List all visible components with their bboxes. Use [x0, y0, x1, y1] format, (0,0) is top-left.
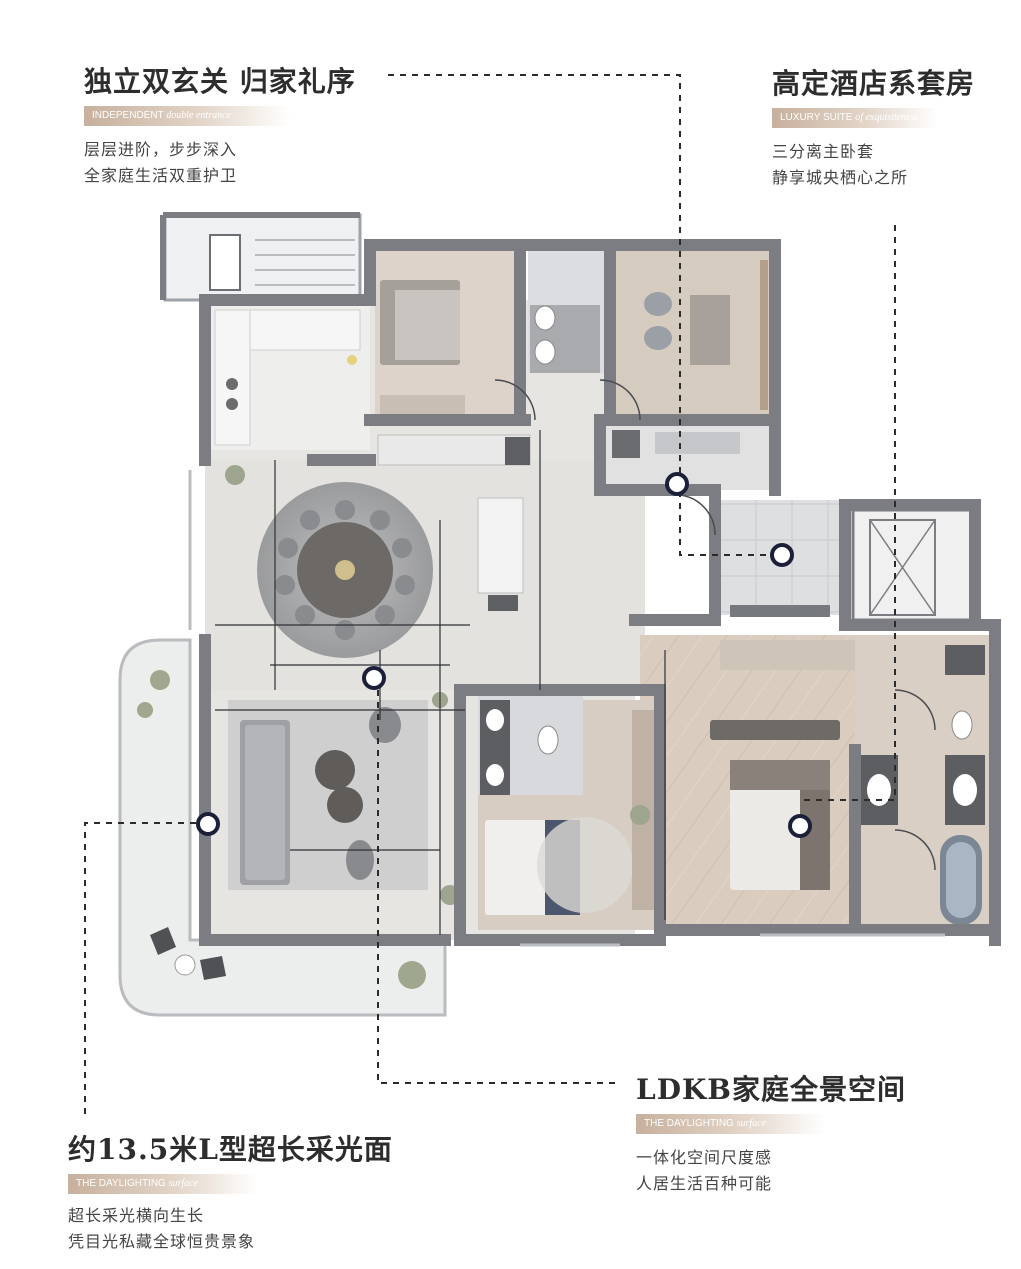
annotation-desc: 超长采光横向生长 凭目光私藏全球恒贵景象 [68, 1208, 256, 1251]
annotation-title: LDKB家庭全景空间 [636, 1073, 906, 1106]
marker-secondary-entrance [770, 543, 794, 567]
annotation-desc: 一体化空间尺度感 人居生活百种可能 [636, 1150, 773, 1193]
drafting-lines [215, 430, 666, 935]
dining-set [257, 482, 433, 658]
terrace-furniture [137, 670, 426, 989]
annotation-title: 独立双玄关 归家礼序 [84, 65, 356, 98]
marker-ldkb [362, 666, 386, 690]
marker-daylight [196, 812, 220, 836]
bedroom-north [375, 250, 520, 420]
annotation-tag: THE DAYLIGHTING surface [68, 1174, 259, 1194]
windows [188, 470, 945, 947]
annotation-tag: THE DAYLIGHTING surface [636, 1114, 827, 1134]
annotation-suite: 高定酒店系套房 LUXURY SUITE of exquisiteness 三分… [772, 62, 975, 192]
living-room-set [228, 700, 428, 890]
entrance-stairs [163, 213, 362, 302]
door-swings [494, 379, 936, 871]
annotation-daylight: 约13.5米L型超长采光面 THE DAYLIGHTING surface 超长… [68, 1128, 393, 1256]
kitchen [210, 300, 370, 450]
marker-master-suite [788, 814, 812, 838]
annotation-desc: 层层进阶，步步深入 全家庭生活双重护卫 [84, 142, 238, 185]
annotation-desc: 三分离主卧套 静享城央栖心之所 [772, 144, 909, 187]
walls [199, 239, 1001, 946]
bathroom-north [528, 248, 608, 373]
annotation-title: 高定酒店系套房 [772, 67, 976, 100]
annotation-entrance: 独立双玄关 归家礼序 INDEPENDENT double entrance 层… [84, 60, 356, 190]
study-room [612, 245, 772, 420]
marker-entrance [665, 472, 689, 496]
master-bath [855, 635, 990, 930]
kitchen-island [377, 434, 531, 611]
elevator [851, 508, 975, 622]
annotation-tag: LUXURY SUITE of exquisiteness [772, 108, 939, 128]
annotation-ldkb: LDKB家庭全景空间 THE DAYLIGHTING surface 一体化空间… [636, 1068, 906, 1198]
annotation-title: 约13.5米L型超长采光面 [68, 1133, 393, 1166]
annotation-tag: INDEPENDENT double entrance [84, 106, 291, 126]
